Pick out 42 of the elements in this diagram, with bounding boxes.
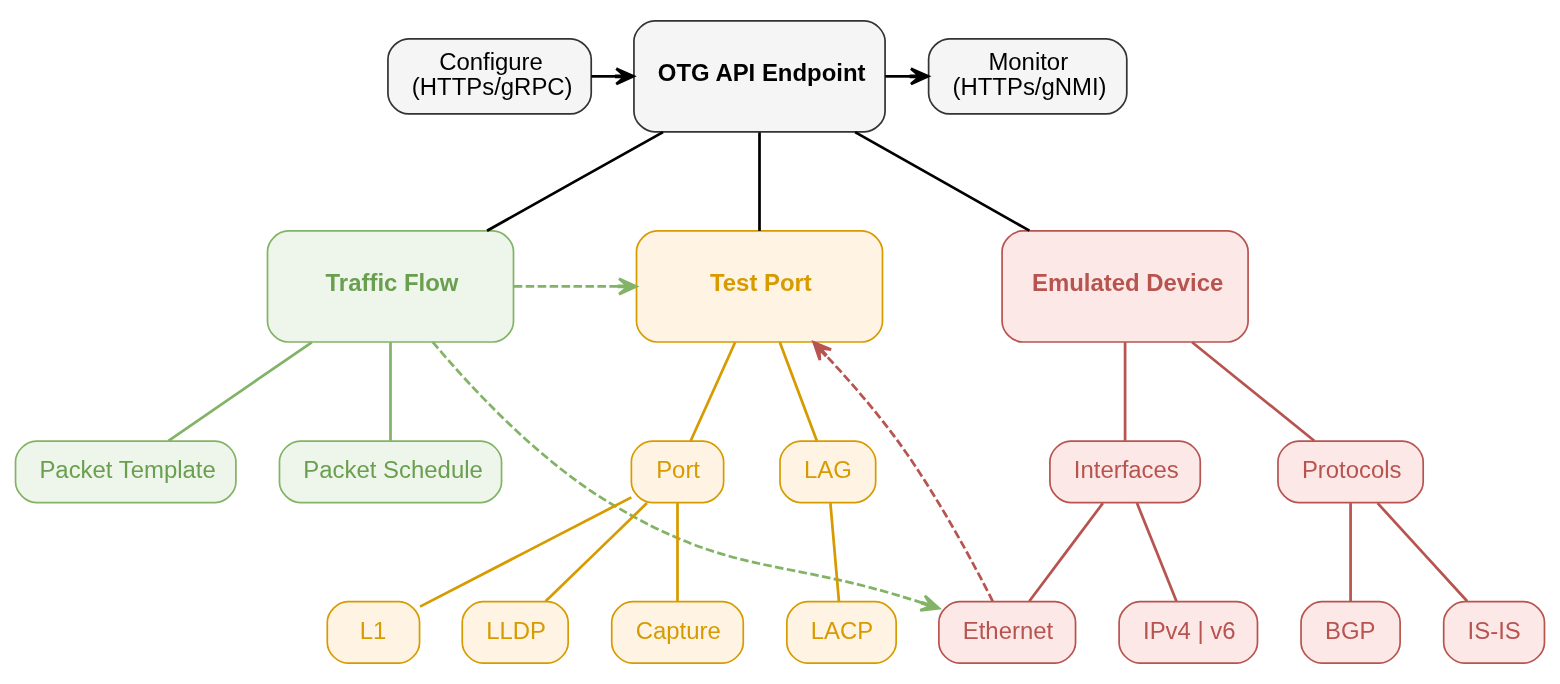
node-box: Protocols xyxy=(1277,440,1425,504)
connector xyxy=(419,496,632,608)
connector xyxy=(167,341,313,442)
connector xyxy=(854,130,1031,232)
arrow xyxy=(513,277,638,296)
node-box: IS-IS xyxy=(1442,600,1546,665)
node-box: Monitor (HTTPs/gNMI) xyxy=(927,37,1128,115)
connector xyxy=(1191,341,1316,442)
connector xyxy=(544,502,648,603)
node-box: Packet Schedule xyxy=(278,440,503,504)
node-box: Configure (HTTPs/gRPC) xyxy=(387,37,593,115)
arrow xyxy=(885,67,930,86)
node-box: Capture xyxy=(610,600,745,665)
connector xyxy=(758,132,761,231)
node-box: L1 xyxy=(326,600,421,665)
connector xyxy=(778,341,819,442)
node-box: Ethernet xyxy=(938,600,1077,665)
node-box: Interfaces xyxy=(1049,440,1202,504)
connector xyxy=(689,341,737,442)
node-box: LLDP xyxy=(461,600,570,665)
node-box: Packet Template xyxy=(14,440,237,504)
node-box: Traffic Flow xyxy=(266,230,515,343)
connector xyxy=(829,503,841,602)
connector xyxy=(1349,503,1352,602)
connector xyxy=(1135,502,1178,602)
node-box: Test Port xyxy=(635,230,884,343)
node-box: Port xyxy=(630,440,725,504)
node-box: IPv4 | v6 xyxy=(1118,600,1259,665)
node-box: BGP xyxy=(1300,600,1401,665)
arrow xyxy=(812,341,994,602)
connector xyxy=(1123,342,1127,441)
node-box: Emulated Device xyxy=(1001,230,1249,343)
connector xyxy=(1376,502,1469,603)
arrow xyxy=(431,341,941,612)
connector xyxy=(676,503,679,602)
arrow xyxy=(591,67,635,86)
connector xyxy=(389,342,392,441)
node-box: OTG API Endpoint xyxy=(633,19,886,133)
node-box: LACP xyxy=(785,600,898,665)
connector xyxy=(1028,502,1104,603)
connector xyxy=(486,130,664,232)
node-box: LAG xyxy=(779,440,877,504)
